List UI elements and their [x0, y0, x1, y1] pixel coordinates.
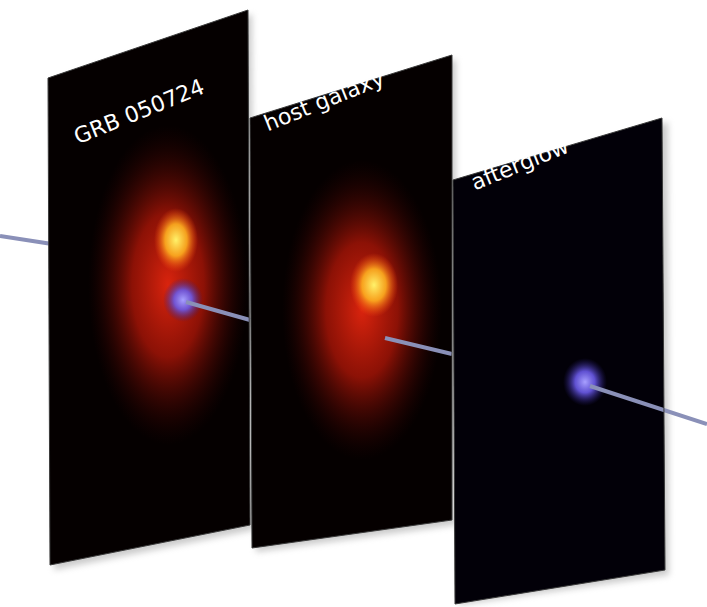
galaxy-glow [282, 160, 442, 460]
image-panel [48, 10, 250, 565]
panel-border [250, 55, 452, 548]
galaxy-glow [88, 125, 248, 445]
sight-line [0, 236, 52, 244]
panel-label: afterglow [467, 133, 572, 196]
image-panel: afterglow [453, 118, 665, 605]
sight-line [186, 302, 250, 320]
panel-label: host galaxy [260, 65, 388, 137]
panel-label: GRB 050724 [70, 74, 208, 150]
panel-border [48, 10, 250, 565]
image-panel [453, 118, 665, 604]
galaxy-core [154, 208, 198, 272]
image-panel [250, 55, 452, 548]
afterglow-spot [163, 278, 203, 322]
panel-border [453, 118, 665, 604]
image-panel: GRB 050724 [48, 10, 250, 565]
sight-line [590, 386, 707, 424]
image-panel: host galaxy [250, 55, 452, 548]
sight-line [385, 338, 452, 354]
galaxy-core [350, 253, 398, 317]
afterglow-spot [563, 358, 607, 406]
